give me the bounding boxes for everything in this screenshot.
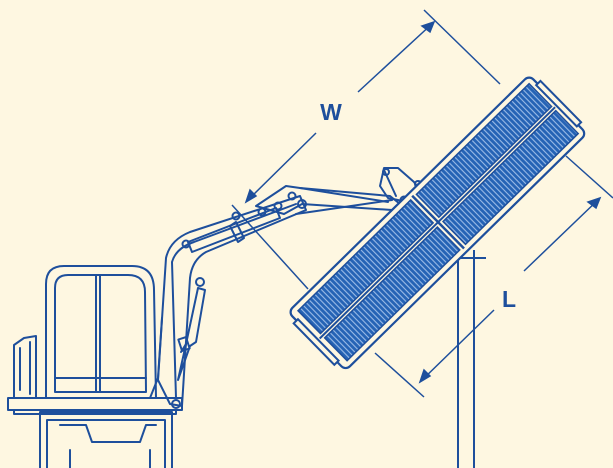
- excavator: [7, 167, 425, 468]
- arm-cylinder: [187, 201, 283, 253]
- brush-drum-lower-right: [441, 109, 580, 246]
- l-arrow-bottom: [418, 368, 432, 384]
- w-arrow-bottom: [244, 188, 258, 204]
- brush-drum-upper-left: [296, 198, 435, 335]
- brush-drum-lower-left: [323, 226, 461, 362]
- undercarriage: [39, 411, 173, 468]
- cab: [45, 265, 157, 399]
- brush-drum-upper-right: [415, 82, 553, 219]
- dimension-l: [374, 155, 613, 398]
- l-extension-top: [565, 155, 613, 199]
- w-dimension-line-upper: [357, 21, 435, 93]
- w-extension-top: [423, 9, 501, 85]
- width-dimension-label: W: [320, 99, 342, 125]
- length-dimension-label: L: [502, 286, 516, 312]
- l-arrow-top: [586, 196, 602, 210]
- arm: [255, 185, 401, 215]
- l-extension-bottom: [374, 352, 425, 398]
- w-dimension-line-lower: [245, 132, 317, 203]
- boom-cylinder: [177, 277, 206, 381]
- w-extension-bottom: [231, 204, 309, 290]
- dimension-w: [231, 9, 501, 290]
- w-arrow-top: [420, 20, 436, 34]
- l-dimension-line-upper: [523, 197, 601, 272]
- l-dimension-line-lower: [419, 309, 495, 383]
- brush-attachment: [289, 76, 586, 468]
